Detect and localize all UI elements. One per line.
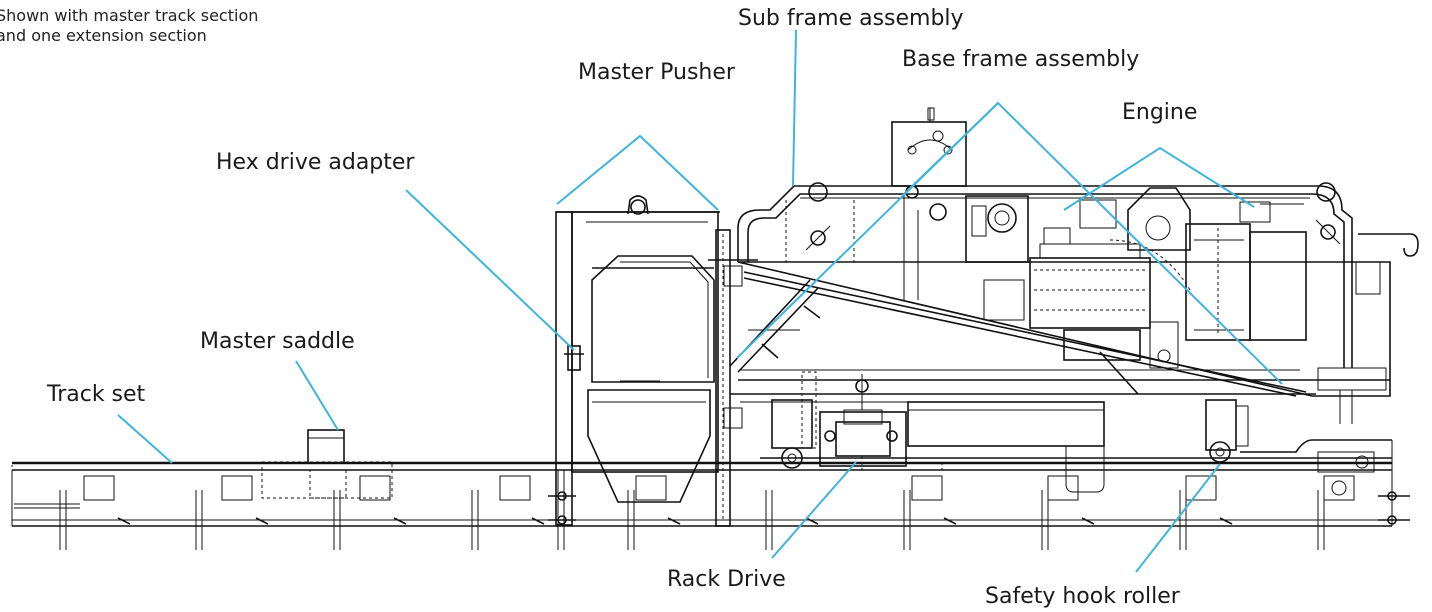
master-saddle-drawing [261, 429, 393, 499]
label-master-pusher: Master Pusher [578, 60, 735, 85]
callout-sub-frame [792, 29, 797, 187]
callout-master-pusher [556, 134, 719, 211]
callout-rack-drive [771, 461, 857, 559]
label-track-set: Track set [47, 382, 146, 407]
label-hex-drive-adapter: Hex drive adapter [216, 150, 415, 175]
callout-lines [117, 29, 1283, 573]
callout-master-saddle [295, 360, 339, 431]
sub-frame-drawing [729, 182, 1419, 424]
label-sub-frame-assembly: Sub frame assembly [738, 6, 964, 31]
callout-track-set [117, 414, 173, 464]
callout-hex-drive [405, 189, 575, 351]
rack-drive-drawing [771, 371, 907, 470]
engine-drawing [891, 107, 1307, 369]
track-set-drawing [11, 440, 1410, 550]
callout-base-frame [736, 101, 1283, 385]
label-base-frame-assembly: Base frame assembly [902, 47, 1140, 72]
belly-tank-drawing [760, 401, 1392, 493]
label-engine: Engine [1122, 100, 1198, 125]
label-safety-hook-roller: Safety hook roller [985, 584, 1180, 609]
safety-hook-roller-drawing [1205, 399, 1375, 473]
note-line-2: and one extension section [0, 25, 207, 45]
drawing-note: Shown with master track section and one … [0, 6, 258, 45]
callout-engine [1063, 146, 1255, 211]
label-master-saddle: Master saddle [200, 329, 355, 354]
label-rack-drive: Rack Drive [667, 567, 786, 592]
master-pusher-drawing [555, 195, 758, 527]
callout-safety-hook [1135, 463, 1221, 573]
note-line-1: Shown with master track section [0, 6, 259, 25]
